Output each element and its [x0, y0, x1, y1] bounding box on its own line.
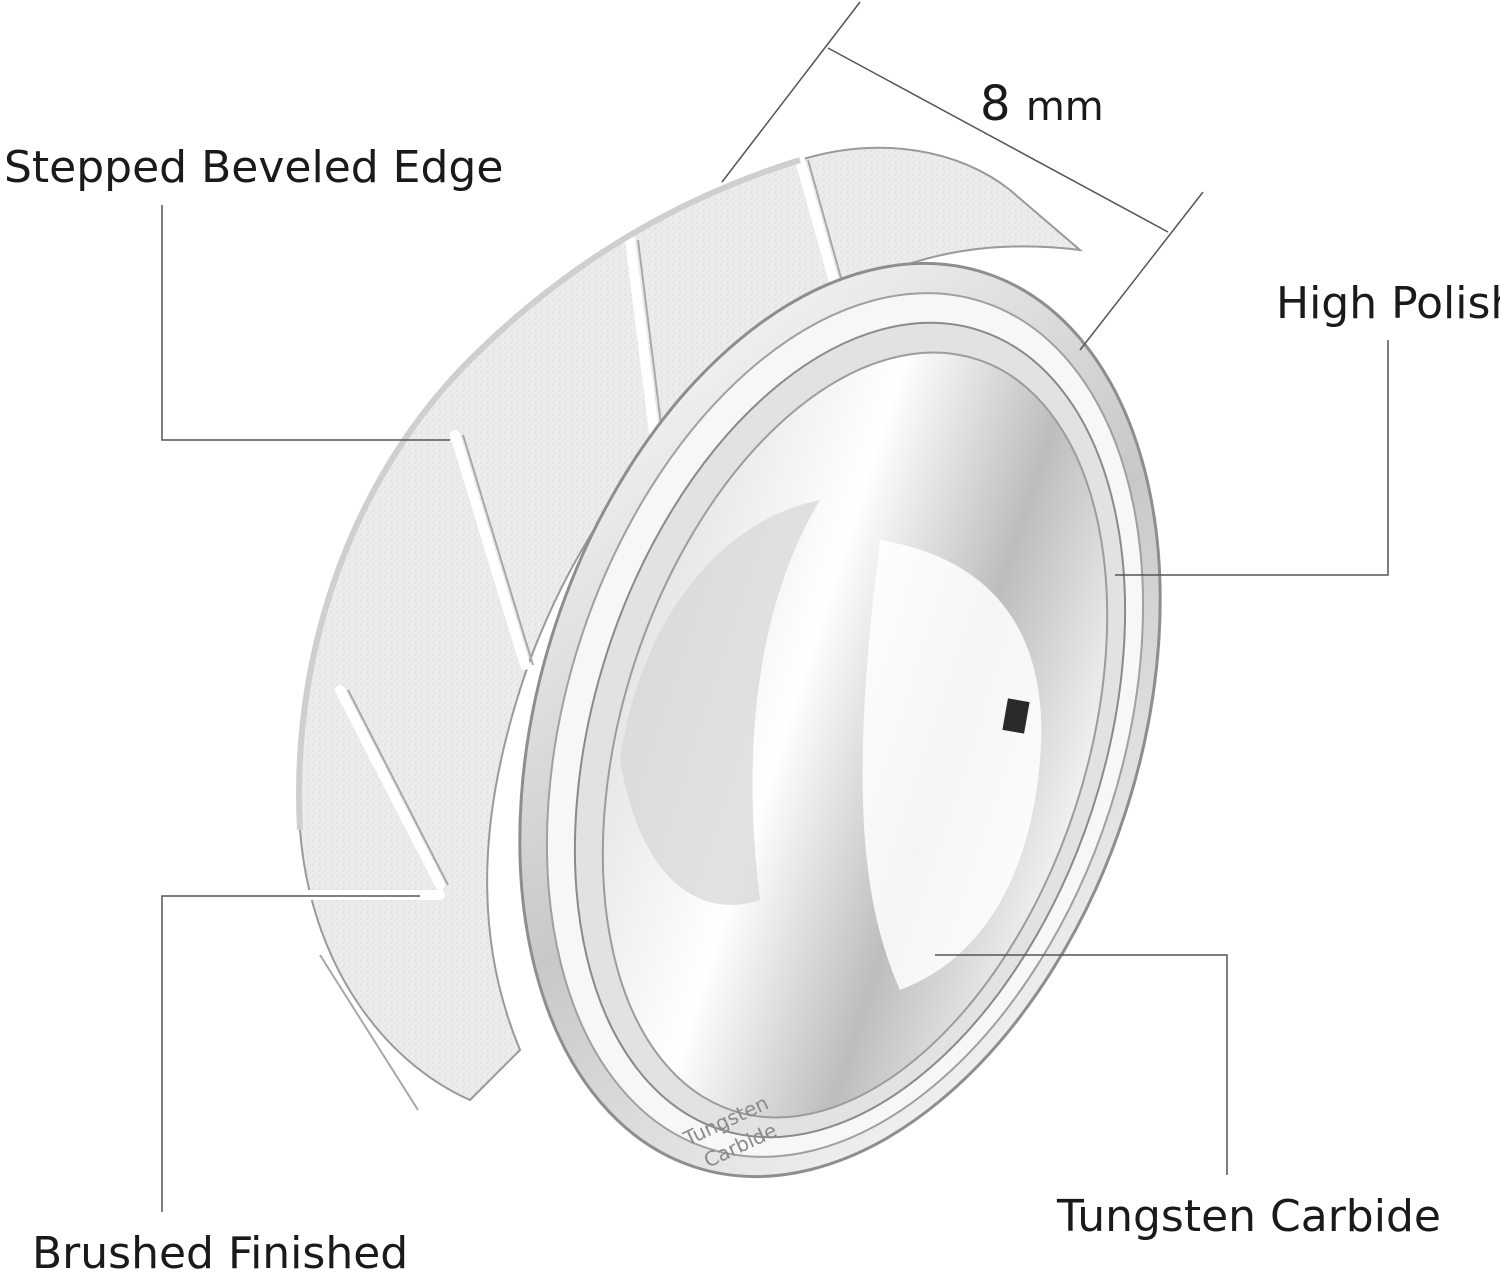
interior-highlight: [862, 540, 1042, 990]
interior-reflection: [1002, 698, 1030, 734]
ring-band: [285, 146, 1084, 1115]
label-tungsten-carbide: Tungsten Carbide: [1057, 1191, 1441, 1242]
width-value: 8: [980, 76, 1011, 132]
label-width-dimension: 8 mm: [980, 80, 1104, 128]
label-high-polish: High Polish: [1276, 278, 1500, 329]
dimension-line: [827, 47, 1169, 233]
ring-interior: Tungsten Carbide: [601, 351, 1109, 1172]
leader-high-polish: [1115, 340, 1389, 576]
leader-tungsten: [935, 954, 1228, 1175]
width-unit: mm: [1025, 84, 1104, 130]
label-brushed-finished: Brushed Finished: [32, 1228, 409, 1279]
dimension-ext-right: [1079, 191, 1204, 351]
leader-brushed: [161, 895, 420, 1212]
interior-shadow: [620, 500, 820, 905]
leader-lines: [161, 1, 1389, 1212]
stepped-bevel-back: [296, 157, 801, 831]
dimension-ext-left: [721, 1, 861, 183]
leader-stepped-edge: [161, 205, 450, 441]
label-stepped-beveled-edge: Stepped Beveled Edge: [4, 142, 504, 193]
